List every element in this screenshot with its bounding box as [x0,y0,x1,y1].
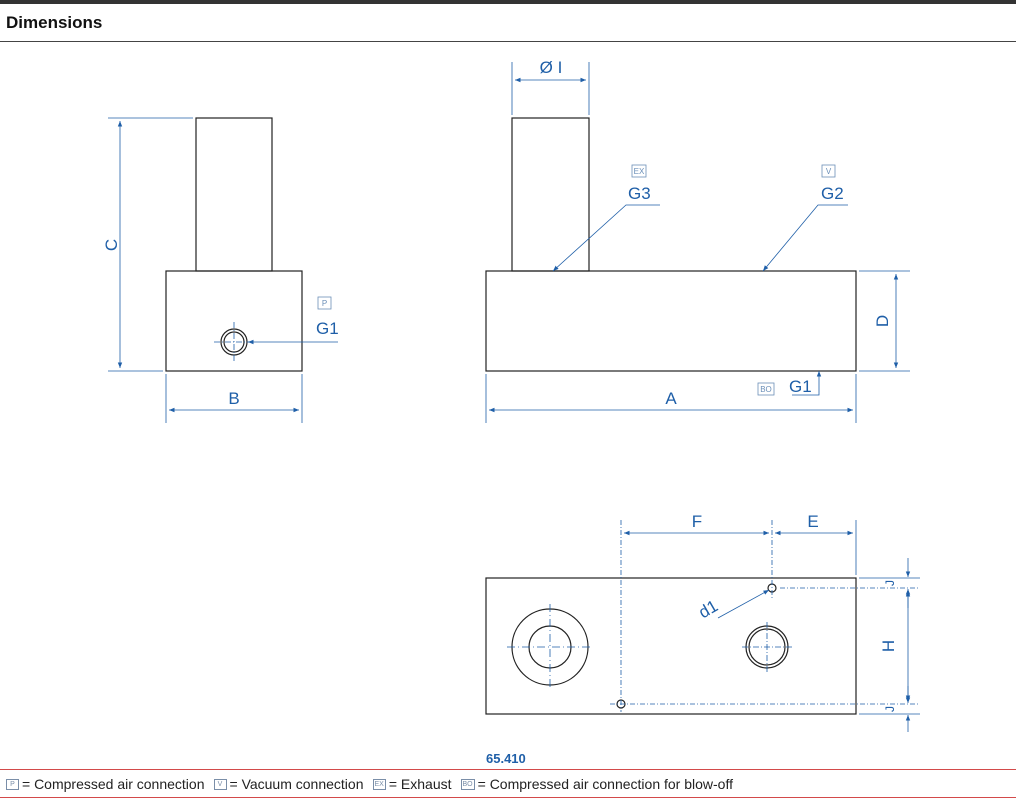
dim-label-f: F [692,512,702,531]
dim-label-j-top: J [883,580,897,586]
legend-item-v: V = Vacuum connection [213,776,364,792]
front-view [485,117,857,372]
legend-item-ex: EX = Exhaust [372,776,452,792]
leader-d1 [717,589,770,619]
legend-tag-bo: BO [460,778,475,790]
dim-label-j-bottom: J [883,706,897,712]
dim-label-b: B [228,389,239,408]
dim-label-c: C [102,239,121,251]
dim-label-a: A [665,389,677,408]
legend-rule-top [0,769,1016,770]
top-view-silencer-inner [528,625,572,669]
leader-g3 [552,204,660,272]
legend: P = Compressed air connection V = Vacuum… [6,776,742,792]
section-title: Dimensions [6,13,103,32]
front-view-body [485,270,857,372]
legend-rule-bottom [0,797,1016,798]
legend-tag-p: P [6,778,19,790]
legend-text-v: = Vacuum connection [229,776,364,792]
legend-tag-v: V [213,778,227,790]
dim-label-h: H [879,640,898,652]
svg-text:P: P [322,299,327,308]
svg-text:EX: EX [634,167,645,176]
dim-label-d: D [873,315,892,327]
port-label-g3: G3 [628,184,651,203]
legend-tag-ex: EX [372,778,386,790]
title-rule [0,41,1016,42]
leader-g2 [762,204,848,272]
model-number: 65.410 [486,751,526,766]
legend-item-bo: BO = Compressed air connection for blow-… [460,776,733,792]
dim-label-i: Ø I [540,58,563,77]
dim-label-e: E [807,512,818,531]
port-label-g1-side: G1 [316,319,339,338]
top-view [485,577,857,715]
legend-text-p: = Compressed air connection [22,776,205,792]
svg-text:BO: BO [760,385,772,394]
port-label-g1-front: G1 [789,377,812,396]
svg-text:V: V [826,167,832,176]
front-view-silencer [511,117,590,272]
leader-g1-front [792,371,822,396]
top-rule [0,0,1016,4]
hole-label-d1: d1 [695,596,721,622]
legend-text-ex: = Exhaust [388,776,452,792]
tag-p: P [317,296,332,310]
side-view-silencer [195,117,273,272]
port-label-g2: G2 [821,184,844,203]
tag-bo: BO [757,382,775,396]
tag-v: V [821,164,836,178]
tag-ex: EX [631,164,647,178]
legend-text-bo: = Compressed air connection for blow-off [477,776,733,792]
top-view-body [485,577,857,715]
legend-item-p: P = Compressed air connection [6,776,205,792]
